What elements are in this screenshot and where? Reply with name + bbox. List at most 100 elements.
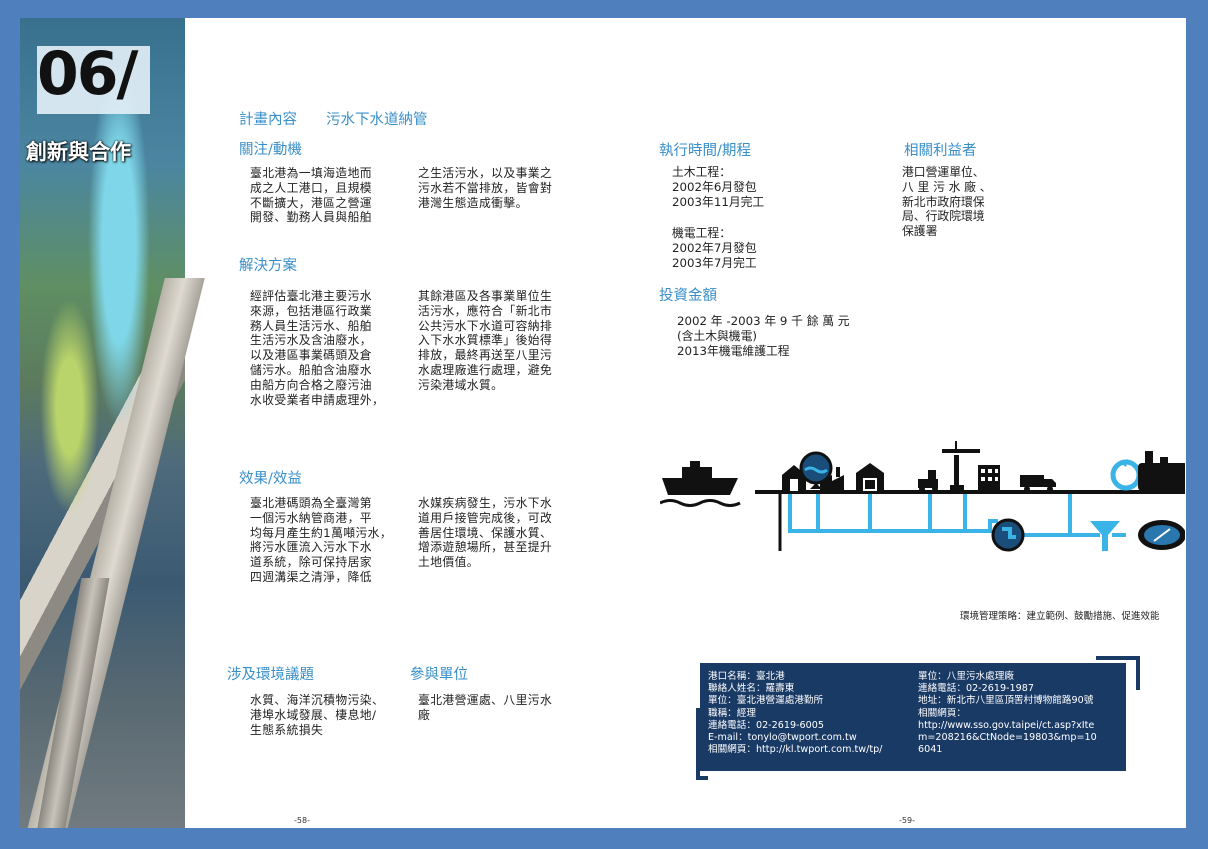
concern-line: 之生活污水，以及事業之 (418, 166, 553, 180)
solution-line: 務人員生活污水、船舶 (250, 318, 372, 333)
document-spread: 06/ 創新與合作 計畫內容 污水下水道納管 關注/動機 臺北港為一填海造地而 … (20, 18, 1186, 828)
concern-heading: 關注/動機 (239, 142, 302, 158)
schedule-line: 土木工程： (672, 165, 731, 179)
effect-line: 道用戶接管完成後，可改 (418, 510, 553, 525)
effect-line: 水媒疾病發生，污水下水 (418, 496, 553, 510)
funnel-icon (1090, 521, 1120, 551)
issues-line: 水質、海洋沉積物污染、 (250, 693, 385, 707)
schedule-civil: 土木工程： 2002年6月發包 2003年11月完工 (672, 165, 764, 209)
plant-website-url-2[interactable]: m=208216&CtNode=19803&mp=10 (918, 732, 1097, 744)
schedule-line: 機電工程： (672, 226, 731, 240)
solution-line: 經評估臺北港主要污水 (250, 289, 372, 303)
effect-line: 四週溝渠之清淨，降低 (250, 569, 372, 584)
contact-website[interactable]: 相關網頁：http://kl.twport.com.tw/tp/ (708, 744, 883, 756)
solution-line: 排放，最終再送至八里污 (418, 348, 553, 363)
right-page-number: -59- (899, 816, 915, 825)
effect-heading: 效果/效益 (239, 471, 302, 487)
effect-line: 均每月產生約1萬噸污水， (250, 525, 393, 540)
issues-line: 生態系統損失 (250, 722, 324, 737)
solution-heading: 解決方案 (239, 258, 297, 274)
investment-line: (含土木與機電) (677, 328, 757, 343)
concern-line: 港灣生態造成衝擊。 (418, 195, 528, 210)
plant-phone: 連絡電話：02-2619-1987 (918, 683, 1034, 695)
plant-website-label: 相關網頁： (918, 707, 966, 719)
concern-col1: 臺北港為一填海造地而 成之人工港口，且規模 不斷擴大，港區之營運 開發、勤務人員… (250, 166, 372, 225)
plant-website-url-1[interactable]: http://www.sso.gov.taipei/ct.asp?xIte (918, 719, 1095, 731)
chapter-title: 創新與合作 (26, 140, 131, 164)
participants-heading: 參與單位 (410, 667, 468, 683)
contact-frame-left (696, 708, 708, 780)
sewage-tank-icon (799, 451, 833, 489)
stakeholder-line: 保護署 (902, 224, 938, 239)
participants-line: 臺北港營運處、八里污水 (418, 693, 553, 707)
stakeholder-line: 港口營運單位、 (902, 165, 985, 179)
schedule-electromechanical: 機電工程： 2002年7月發包 2003年7月完工 (672, 226, 757, 270)
factory-icon (820, 467, 844, 491)
contact-title: 職稱：經理 (708, 707, 756, 719)
effect-line: 增添遊憩場所，甚至提升 (418, 540, 553, 555)
concern-line: 開發、勤務人員與船舶 (250, 210, 372, 225)
concern-line: 成之人工港口，且規模 (250, 180, 372, 195)
solution-col2: 其餘港區及各事業單位生 活污水，應符合「新北市 公共污水下水道可容納排 入下水水… (418, 289, 552, 393)
solution-line: 水處理廠進行處理，避免 (418, 362, 553, 377)
investment-heading: 投資金額 (659, 288, 717, 304)
contact-left-column: 港口名稱：臺北港 聯絡人姓名：羅壽東 單位：臺北港營運處港勤所 職稱：經理 連絡… (708, 671, 882, 756)
investment-line: 2002 年 -2003 年 9 千 餘 萬 元 (677, 314, 850, 328)
outlet-icon (1138, 520, 1185, 550)
solution-line: 以及港區事業碼頭及倉 (250, 348, 372, 363)
effect-line: 道系統，除可保持居家 (250, 555, 372, 570)
solution-line: 生活污水及含油廢水， (250, 333, 372, 348)
schedule-line: 2003年7月完工 (672, 255, 757, 270)
contact-person: 聯絡人姓名：羅壽東 (708, 683, 795, 695)
contact-right-column: 單位：八里污水處理廠 連絡電話：02-2619-1987 地址：新北市八里區頂罟… (918, 671, 1118, 756)
effect-line: 臺北港碼頭為全臺灣第 (250, 496, 372, 510)
solution-line: 污染港域水質。 (418, 377, 504, 392)
concern-line: 污水若不當排放，皆會對 (418, 180, 553, 195)
contact-email[interactable]: E-mail：tonylo@twport.com.tw (708, 732, 857, 744)
issues-heading: 涉及環境議題 (227, 667, 314, 683)
effect-col2: 水媒疾病發生，污水下水 道用戶接管完成後，可改 善居住環境、保護水質、 增添遊憩… (418, 496, 552, 570)
stakeholder-line: 局、行政院環境 (902, 209, 985, 224)
effect-line: 善居住環境、保護水質、 (418, 525, 553, 540)
left-page-number: -58- (294, 816, 310, 825)
contact-box: 港口名稱：臺北港 聯絡人姓名：羅壽東 單位：臺北港營運處港勤所 職稱：經理 連絡… (700, 663, 1126, 771)
concern-line: 不斷擴大，港區之營運 (250, 195, 372, 210)
stakeholders-heading: 相關利益者 (904, 143, 977, 159)
schedule-heading: 執行時間/期程 (659, 143, 751, 159)
schedule-line: 2002年6月發包 (672, 179, 757, 194)
crane-icon (942, 441, 980, 491)
schedule-line: 2003年11月完工 (672, 194, 765, 209)
solution-line: 入下水水質標準」後始得 (418, 333, 553, 348)
solution-line: 公共污水下水道可容納排 (418, 318, 553, 333)
harbor-aerial-photo (20, 18, 205, 828)
valve-icon (991, 518, 1025, 552)
participants-line: 廠 (418, 707, 431, 722)
contact-port-name: 港口名稱：臺北港 (708, 671, 785, 682)
ship-icon (660, 461, 741, 507)
solution-col1: 經評估臺北港主要污水 來源，包括港區行政業 務人員生活污水、船舶 生活污水及含油… (250, 289, 384, 407)
project-name: 污水下水道納管 (326, 112, 428, 128)
stakeholder-line: 八 里 污 水 廠 、 (902, 179, 992, 194)
plant-address: 地址：新北市八里區頂罟村博物館路90號 (918, 695, 1094, 707)
solution-line: 活污水，應符合「新北市 (418, 303, 553, 318)
issues-line: 港埠水域發展、棲息地/ (250, 707, 377, 722)
truck-icon (1020, 475, 1056, 492)
chapter-number-box (37, 46, 150, 114)
warehouse-icon (856, 463, 884, 491)
stakeholder-line: 新北市政府環保 (902, 194, 985, 209)
effect-line: 一個污水納管商港，平 (250, 510, 372, 525)
building-icon (978, 465, 1000, 491)
solution-line: 來源，包括港區行政業 (250, 303, 372, 318)
contact-phone: 連絡電話：02-2619-6005 (708, 719, 824, 731)
issues-body: 水質、海洋沉積物污染、 港埠水域發展、棲息地/ 生態系統損失 (250, 693, 384, 737)
contact-frame-right (1096, 656, 1140, 690)
plant-unit: 單位：八里污水處理廠 (918, 671, 1014, 682)
ground-line (755, 490, 1185, 494)
treatment-plant-icon (1138, 451, 1185, 491)
participants-body: 臺北港營運處、八里污水 廠 (418, 693, 552, 723)
chapter-number: 06/ (37, 39, 138, 109)
solution-line: 其餘港區及各事業單位生 (418, 289, 553, 303)
contact-unit: 單位：臺北港營運處港勤所 (708, 695, 824, 707)
sewer-system-diagram (660, 441, 1185, 552)
plant-website-url-3[interactable]: 6041 (918, 744, 943, 756)
